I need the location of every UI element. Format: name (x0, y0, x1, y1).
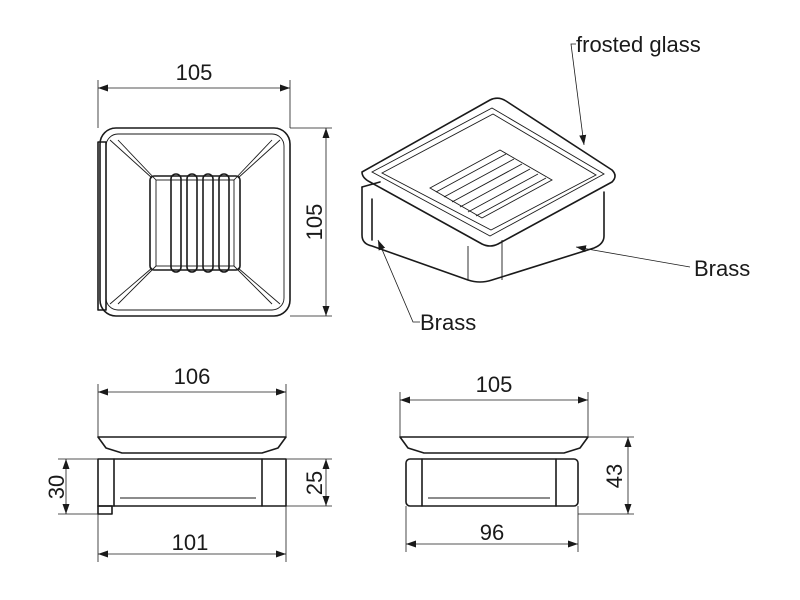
dim-front-bottom-label: 101 (172, 530, 209, 555)
callout-brass-right-label: Brass (694, 256, 750, 281)
dim-front-left-label: 30 (44, 475, 69, 499)
dimension-side-bottom: 96 (405, 506, 579, 552)
dim-side-bottom-label: 96 (480, 520, 504, 545)
dimension-side-top: 105 (399, 372, 589, 437)
dim-side-height-label: 43 (602, 464, 627, 488)
callout-glass-label: frosted glass (576, 32, 701, 57)
dimension-front-left: 30 (44, 458, 98, 515)
top-view (97, 127, 291, 317)
dim-top-width-label: 105 (176, 60, 213, 85)
dim-side-top-label: 105 (476, 372, 513, 397)
dimension-front-right: 25 (286, 458, 332, 507)
callout-brass-left: Brass (377, 239, 476, 335)
dim-top-height-label: 105 (302, 204, 327, 241)
callout-frosted-glass: frosted glass (570, 32, 701, 146)
dimension-front-top: 106 (97, 364, 287, 437)
side-view (399, 436, 589, 507)
front-view (97, 436, 287, 515)
dimension-side-height: 43 (578, 436, 634, 515)
callout-brass-right: Brass (575, 245, 750, 281)
dimension-front-bottom: 101 (97, 506, 287, 562)
dimension-top-width: 105 (97, 60, 291, 128)
dim-front-right-label: 25 (302, 471, 327, 495)
callout-brass-left-label: Brass (420, 310, 476, 335)
dimension-top-height: 105 (290, 127, 332, 317)
isometric-view (361, 97, 616, 283)
dim-front-top-label: 106 (174, 364, 211, 389)
